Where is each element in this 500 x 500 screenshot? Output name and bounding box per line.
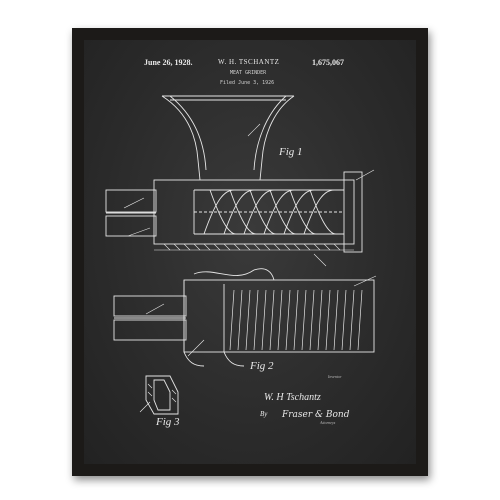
figure-3-label: Fig 3 — [156, 416, 180, 428]
picture-frame: June 26, 1928. W. H. TSCHANTZ 1,675,067 … — [72, 28, 428, 476]
fig2-leaders — [145, 275, 377, 357]
fig2-ribs — [229, 289, 363, 351]
patent-inventor-header: W. H. TSCHANTZ — [218, 58, 280, 66]
figure-1-label: Fig 1 — [279, 146, 303, 158]
figure-2-label: Fig 2 — [250, 360, 274, 372]
attorney-label: Attorneys — [320, 420, 336, 425]
patent-date: June 26, 1928. — [144, 58, 193, 67]
fig3-detail — [139, 375, 179, 415]
patent-drawing — [105, 95, 377, 415]
patent-filed-date: Filed June 3, 1926 — [220, 80, 275, 86]
inventor-label: Inventor — [328, 374, 342, 379]
patent-title: MEAT GRINDER — [230, 70, 267, 76]
attorney-signature: Fraser & Bond — [282, 410, 350, 420]
patent-number: 1,675,067 — [312, 58, 344, 67]
fig2-barrel — [113, 268, 375, 367]
inventor-signature: W. H Tschantz — [264, 392, 321, 403]
patent-poster: June 26, 1928. W. H. TSCHANTZ 1,675,067 … — [84, 40, 416, 464]
fig1-hatching — [154, 243, 354, 251]
fig1-hopper — [161, 95, 295, 181]
fig1-auger — [194, 189, 342, 235]
fig1-leaders — [123, 123, 375, 267]
by-label: By — [260, 410, 268, 418]
